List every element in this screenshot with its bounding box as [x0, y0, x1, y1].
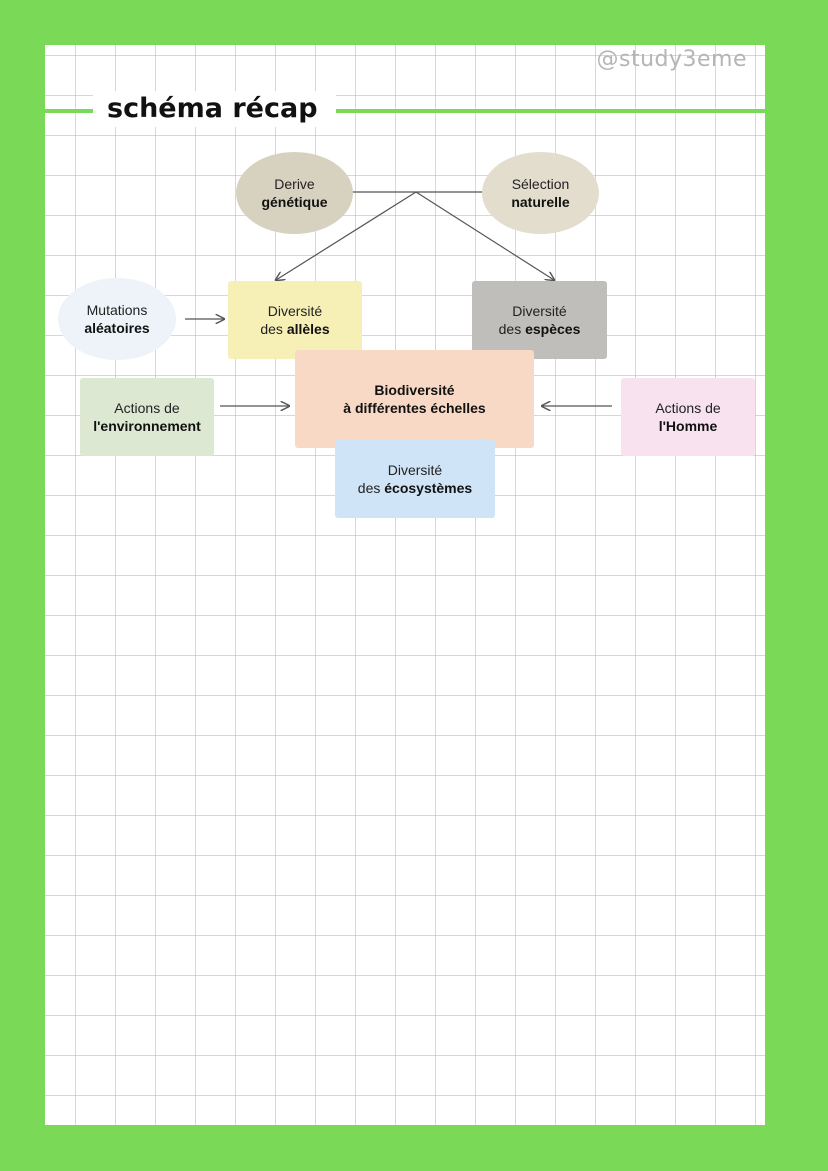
- page-title: schéma récap: [93, 91, 336, 127]
- watermark: @study3eme: [596, 47, 747, 72]
- title-divider: [45, 109, 765, 113]
- grid-sheet: @study3eme schéma récap: [45, 45, 765, 1125]
- arrow-to-especes: [415, 191, 554, 280]
- arrow-to-alleles: [276, 191, 417, 280]
